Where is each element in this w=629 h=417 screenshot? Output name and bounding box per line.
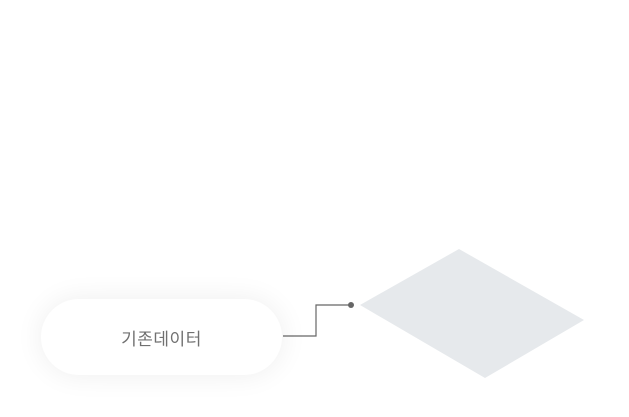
decision-diamond[interactable] <box>360 249 584 378</box>
source-node-pill[interactable]: 기존데이터 <box>41 299 282 375</box>
connector-line <box>283 304 351 337</box>
source-node-label: 기존데이터 <box>121 329 202 350</box>
connector-end-dot-icon <box>348 302 354 308</box>
